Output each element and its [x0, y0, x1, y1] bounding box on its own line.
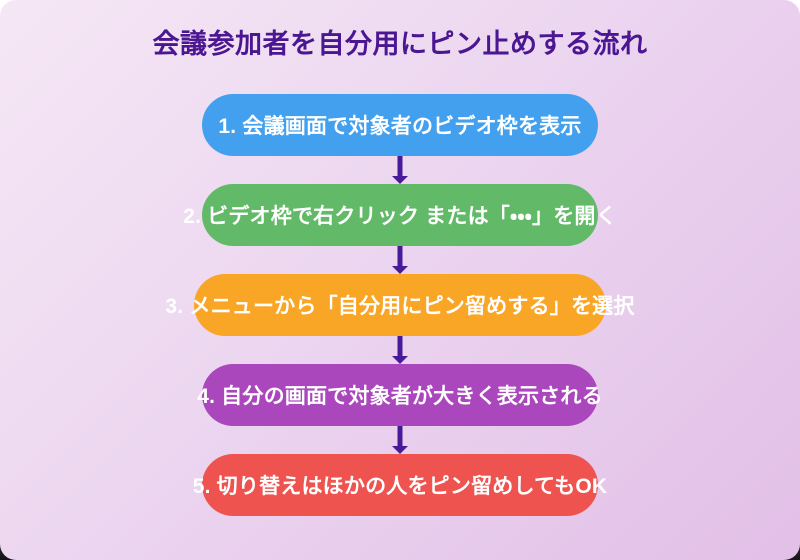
flow-arrow-down-icon: [391, 246, 409, 274]
flow-step-1: 1. 会議画面で対象者のビデオ枠を表示: [202, 94, 598, 156]
flow-diagram: 1. 会議画面で対象者のビデオ枠を表示 2. ビデオ枠で右クリック または「・・…: [0, 94, 800, 516]
flow-arrow-down-icon: [391, 336, 409, 364]
flow-arrow-down-icon: [391, 426, 409, 454]
page-title: 会議参加者を自分用にピン止めする流れ: [152, 29, 648, 59]
flow-step-4: 4. 自分の画面で対象者が大きく表示される: [197, 364, 603, 426]
flow-arrow-down-icon: [391, 156, 409, 184]
flow-step-3: 3. メニューから「自分用にピン留めする」を選択: [165, 274, 634, 336]
flow-step-5: 5. 切り替えはほかの人をピン留めしてもOK: [193, 454, 607, 516]
flow-step-2: 2. ビデオ枠で右クリック または「・・・」を開く: [183, 184, 617, 246]
